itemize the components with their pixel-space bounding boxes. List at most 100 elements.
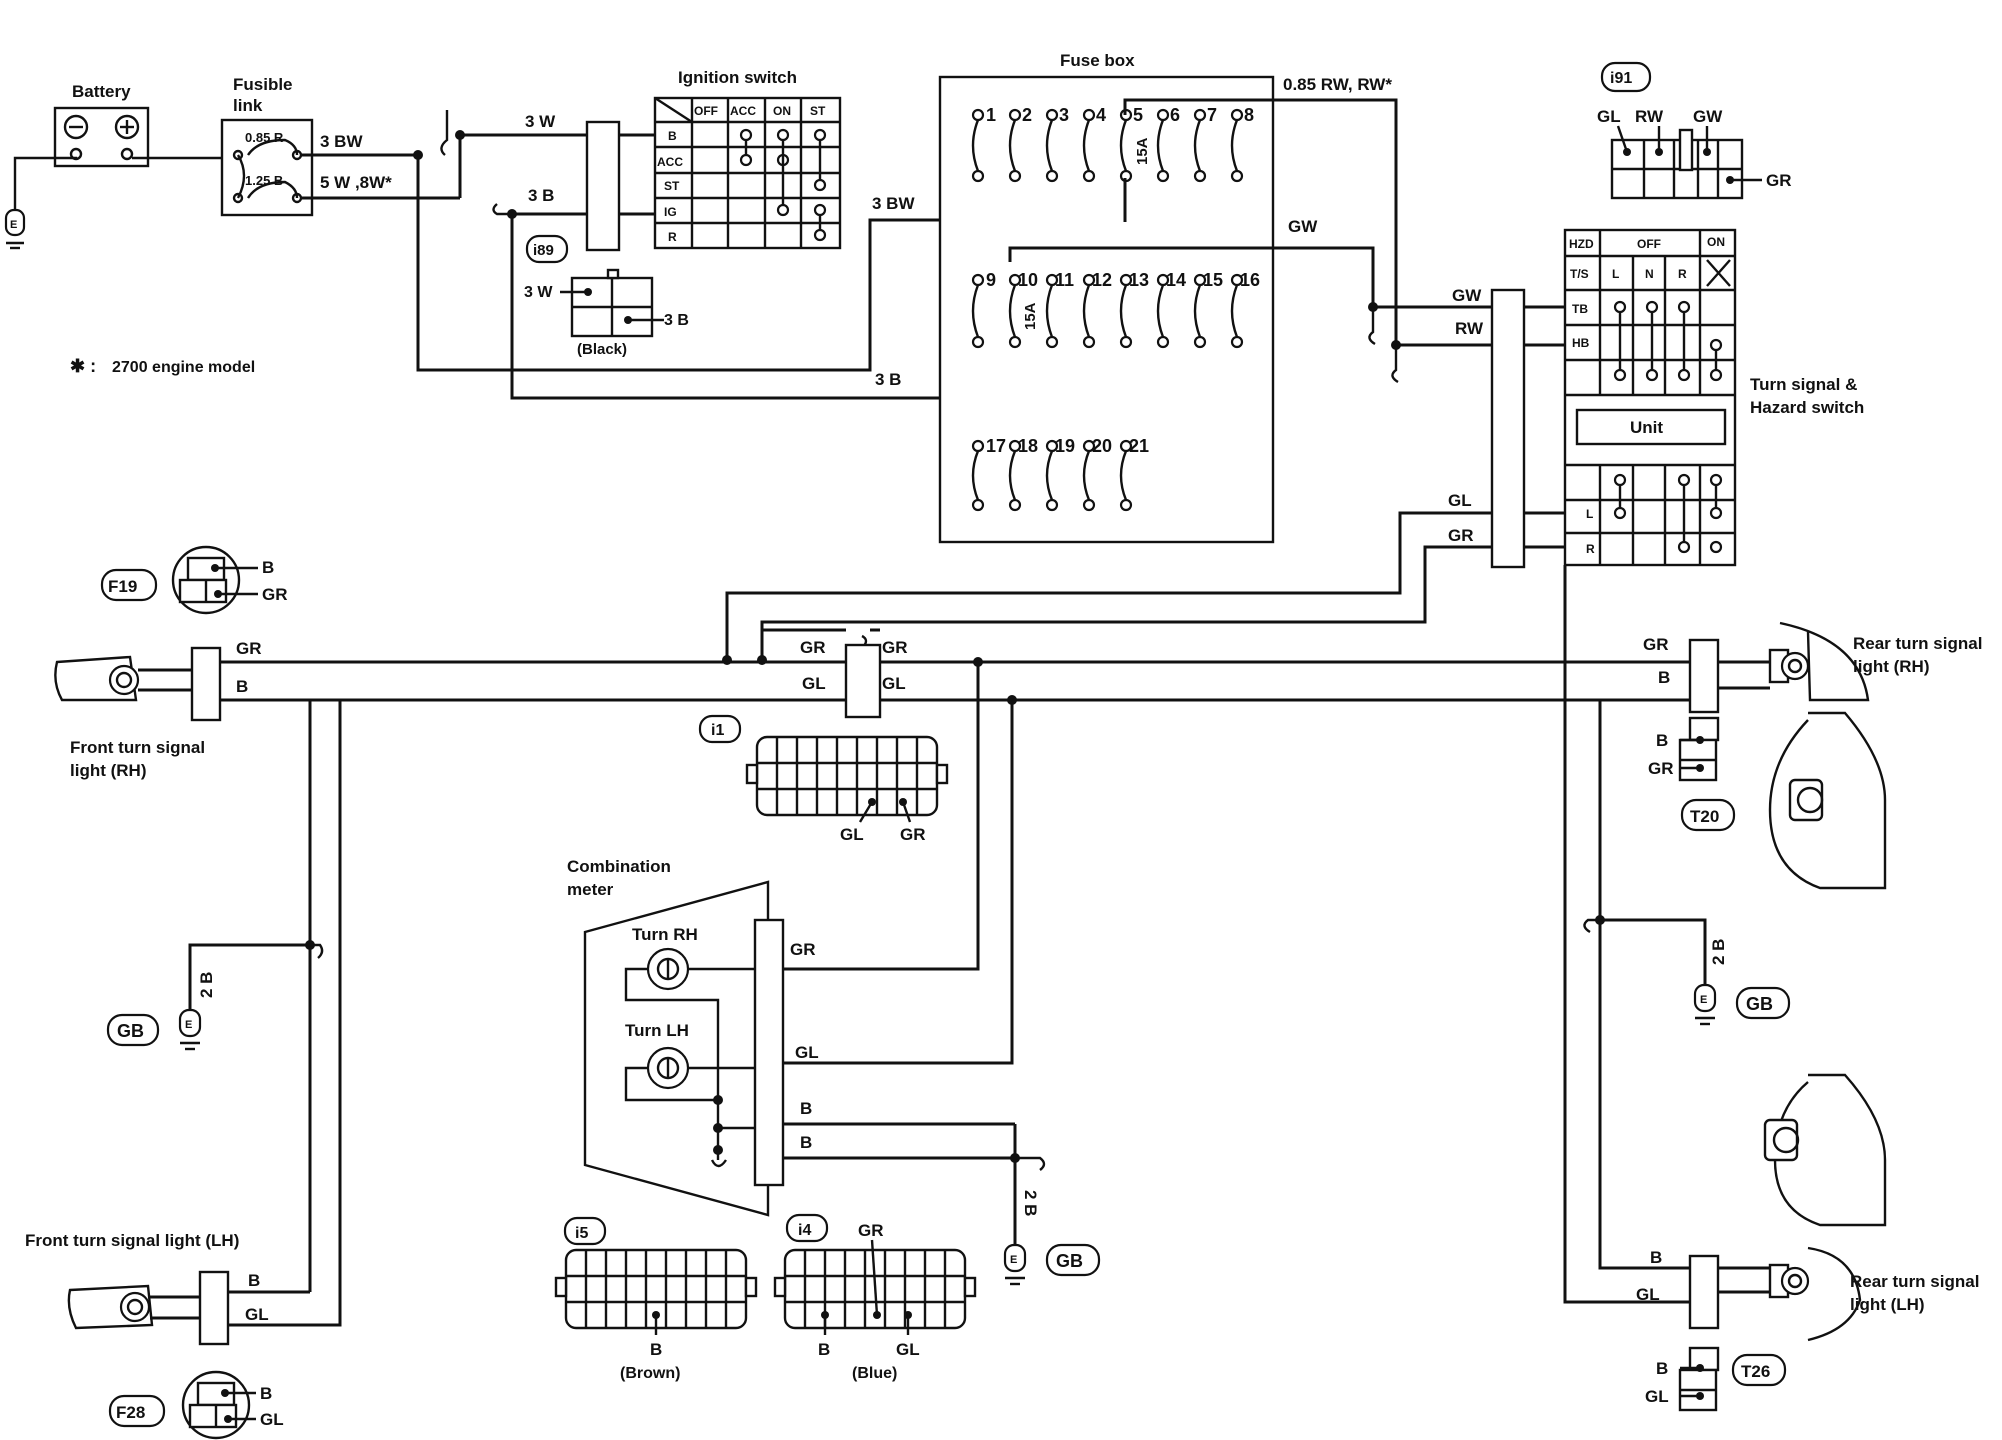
fuse-num-4: 4: [1096, 105, 1106, 125]
fuse-link: [1082, 284, 1091, 338]
wire-2b-left: 2 B: [197, 972, 216, 998]
wire-gw-top: GW: [1288, 217, 1318, 236]
fuse-terminal-bottom: [1230, 169, 1244, 183]
ign-row-st: ST: [664, 179, 680, 193]
fuse-link: [1008, 450, 1017, 501]
front-rh-label1: Front turn signal: [70, 738, 205, 757]
gb-label-left: GB: [117, 1021, 144, 1041]
fuse-terminal-top: [1156, 273, 1170, 287]
wire-gl-front-lh: GL: [245, 1305, 269, 1324]
fuse-link: [1008, 284, 1017, 338]
i91-gw: GW: [1693, 107, 1723, 126]
t20-b: B: [1656, 731, 1668, 750]
wire-gl-meter: GL: [795, 1043, 819, 1062]
fuse-terminal-top: [1008, 439, 1022, 453]
fuse-link: [1230, 119, 1239, 172]
fusible-link-label2: link: [233, 96, 263, 115]
hz-hb: HB: [1572, 336, 1590, 350]
connector-t26: B GL T26: [1645, 1346, 1787, 1412]
rear-lh-label2: light (LH): [1850, 1295, 1925, 1314]
hz-title1: Turn signal &: [1750, 375, 1857, 394]
fuse-link: [1193, 119, 1202, 172]
hz-title2: Hazard switch: [1750, 398, 1864, 417]
wire-rw: RW: [1455, 319, 1484, 338]
hz-r: R: [1678, 267, 1687, 281]
wire-rw-top: 0.85 RW, RW*: [1283, 75, 1392, 94]
i5-color: (Brown): [620, 1365, 680, 1382]
fuse-terminal-top: [1119, 273, 1133, 287]
t26-gl: GL: [1645, 1387, 1669, 1406]
battery: Battery E: [4, 82, 222, 250]
hz-n: N: [1645, 267, 1654, 281]
fuse-num-10: 10: [1018, 270, 1038, 290]
fuse-terminal-top: [971, 108, 985, 122]
fuse-link: [1119, 119, 1128, 172]
fuse-terminal-bottom: [971, 498, 985, 512]
fuse-link: [1008, 119, 1017, 172]
wire-b-meter-1: B: [800, 1099, 812, 1118]
fuse-terminal-top: [971, 439, 985, 453]
fuse-link: [1193, 284, 1202, 338]
fuse-link: [971, 450, 980, 501]
hz-off: OFF: [1637, 237, 1661, 251]
fuse-terminal-top: [1045, 108, 1059, 122]
rear-turn-light-rh: Rear turn signal light (RH): [1688, 621, 1982, 890]
fuse-terminal-bottom: [1045, 498, 1059, 512]
ground-e-1: E: [10, 219, 17, 231]
wire-3b-bottom: 3 B: [875, 370, 901, 389]
connector-i4: i4 GR B GL (Blue): [773, 1213, 977, 1382]
fuse-num-6: 6: [1170, 105, 1180, 125]
fuse-link: [1045, 284, 1054, 338]
hz-row-l: L: [1586, 507, 1593, 521]
fuse-link: [971, 119, 980, 172]
fuse-terminal-top: [1193, 108, 1207, 122]
wire-3bw: 3 BW: [320, 132, 363, 151]
hz-hzd: HZD: [1569, 237, 1594, 251]
fuse-num-17: 17: [986, 436, 1006, 456]
fuse-num-8: 8: [1244, 105, 1254, 125]
fuse-link: [1119, 450, 1128, 501]
connector-i1-face: GL GR: [745, 735, 949, 844]
f28-label: F28: [116, 1403, 145, 1422]
fuse-terminal-bottom: [1045, 335, 1059, 349]
ign-col-st: ST: [810, 104, 826, 118]
fuse-terminal-bottom: [1008, 169, 1022, 183]
t26-label: T26: [1741, 1362, 1770, 1381]
fuse-link: [1082, 119, 1091, 172]
wire-2b-right: 2 B: [1709, 939, 1728, 965]
wire-b-rear: B: [1658, 668, 1670, 687]
ign-col-off: OFF: [694, 104, 718, 118]
note-text: 2700 engine model: [112, 359, 255, 376]
fuse-terminal-bottom: [1119, 335, 1133, 349]
fuse-link: [1082, 450, 1091, 501]
wire-b-front-rh: B: [236, 677, 248, 696]
rear-lh-label1: Rear turn signal: [1850, 1272, 1979, 1291]
i4-gl: GL: [896, 1340, 920, 1359]
connector-f28: F28 B GL: [108, 1370, 284, 1440]
hz-row-r: R: [1586, 542, 1595, 556]
fuse-num-11: 11: [1055, 270, 1074, 290]
fuse-terminal-top: [1156, 108, 1170, 122]
front-lh-label: Front turn signal light (LH): [25, 1231, 239, 1250]
t20-gr: GR: [1648, 759, 1674, 778]
fuse-terminal-top: [971, 273, 985, 287]
fuse-terminal-bottom: [1008, 498, 1022, 512]
i91-label: i91: [1610, 70, 1632, 87]
wire-3bw-2: 3 BW: [872, 194, 915, 213]
t26-b: B: [1656, 1359, 1668, 1378]
wire-3b: 3 B: [528, 186, 554, 205]
fuse-terminal-bottom: [1156, 169, 1170, 183]
fuse-terminal-top: [1008, 108, 1022, 122]
wire-3w: 3 W: [525, 112, 556, 131]
fuse-terminal-bottom: [1156, 335, 1170, 349]
fuse-terminal-bottom: [1230, 335, 1244, 349]
ground-gb-left: 2 B E GB: [106, 972, 216, 1051]
wire-gr-i1-right: GR: [882, 638, 908, 657]
wire-5w: 5 W ,8W*: [320, 173, 392, 192]
i1-label-badge: [698, 714, 742, 744]
fuse-num-15: 15: [1203, 270, 1223, 290]
f28-b: B: [260, 1384, 272, 1403]
fuse-terminal-top: [1230, 273, 1244, 287]
fuse-terminal-top: [1082, 108, 1096, 122]
